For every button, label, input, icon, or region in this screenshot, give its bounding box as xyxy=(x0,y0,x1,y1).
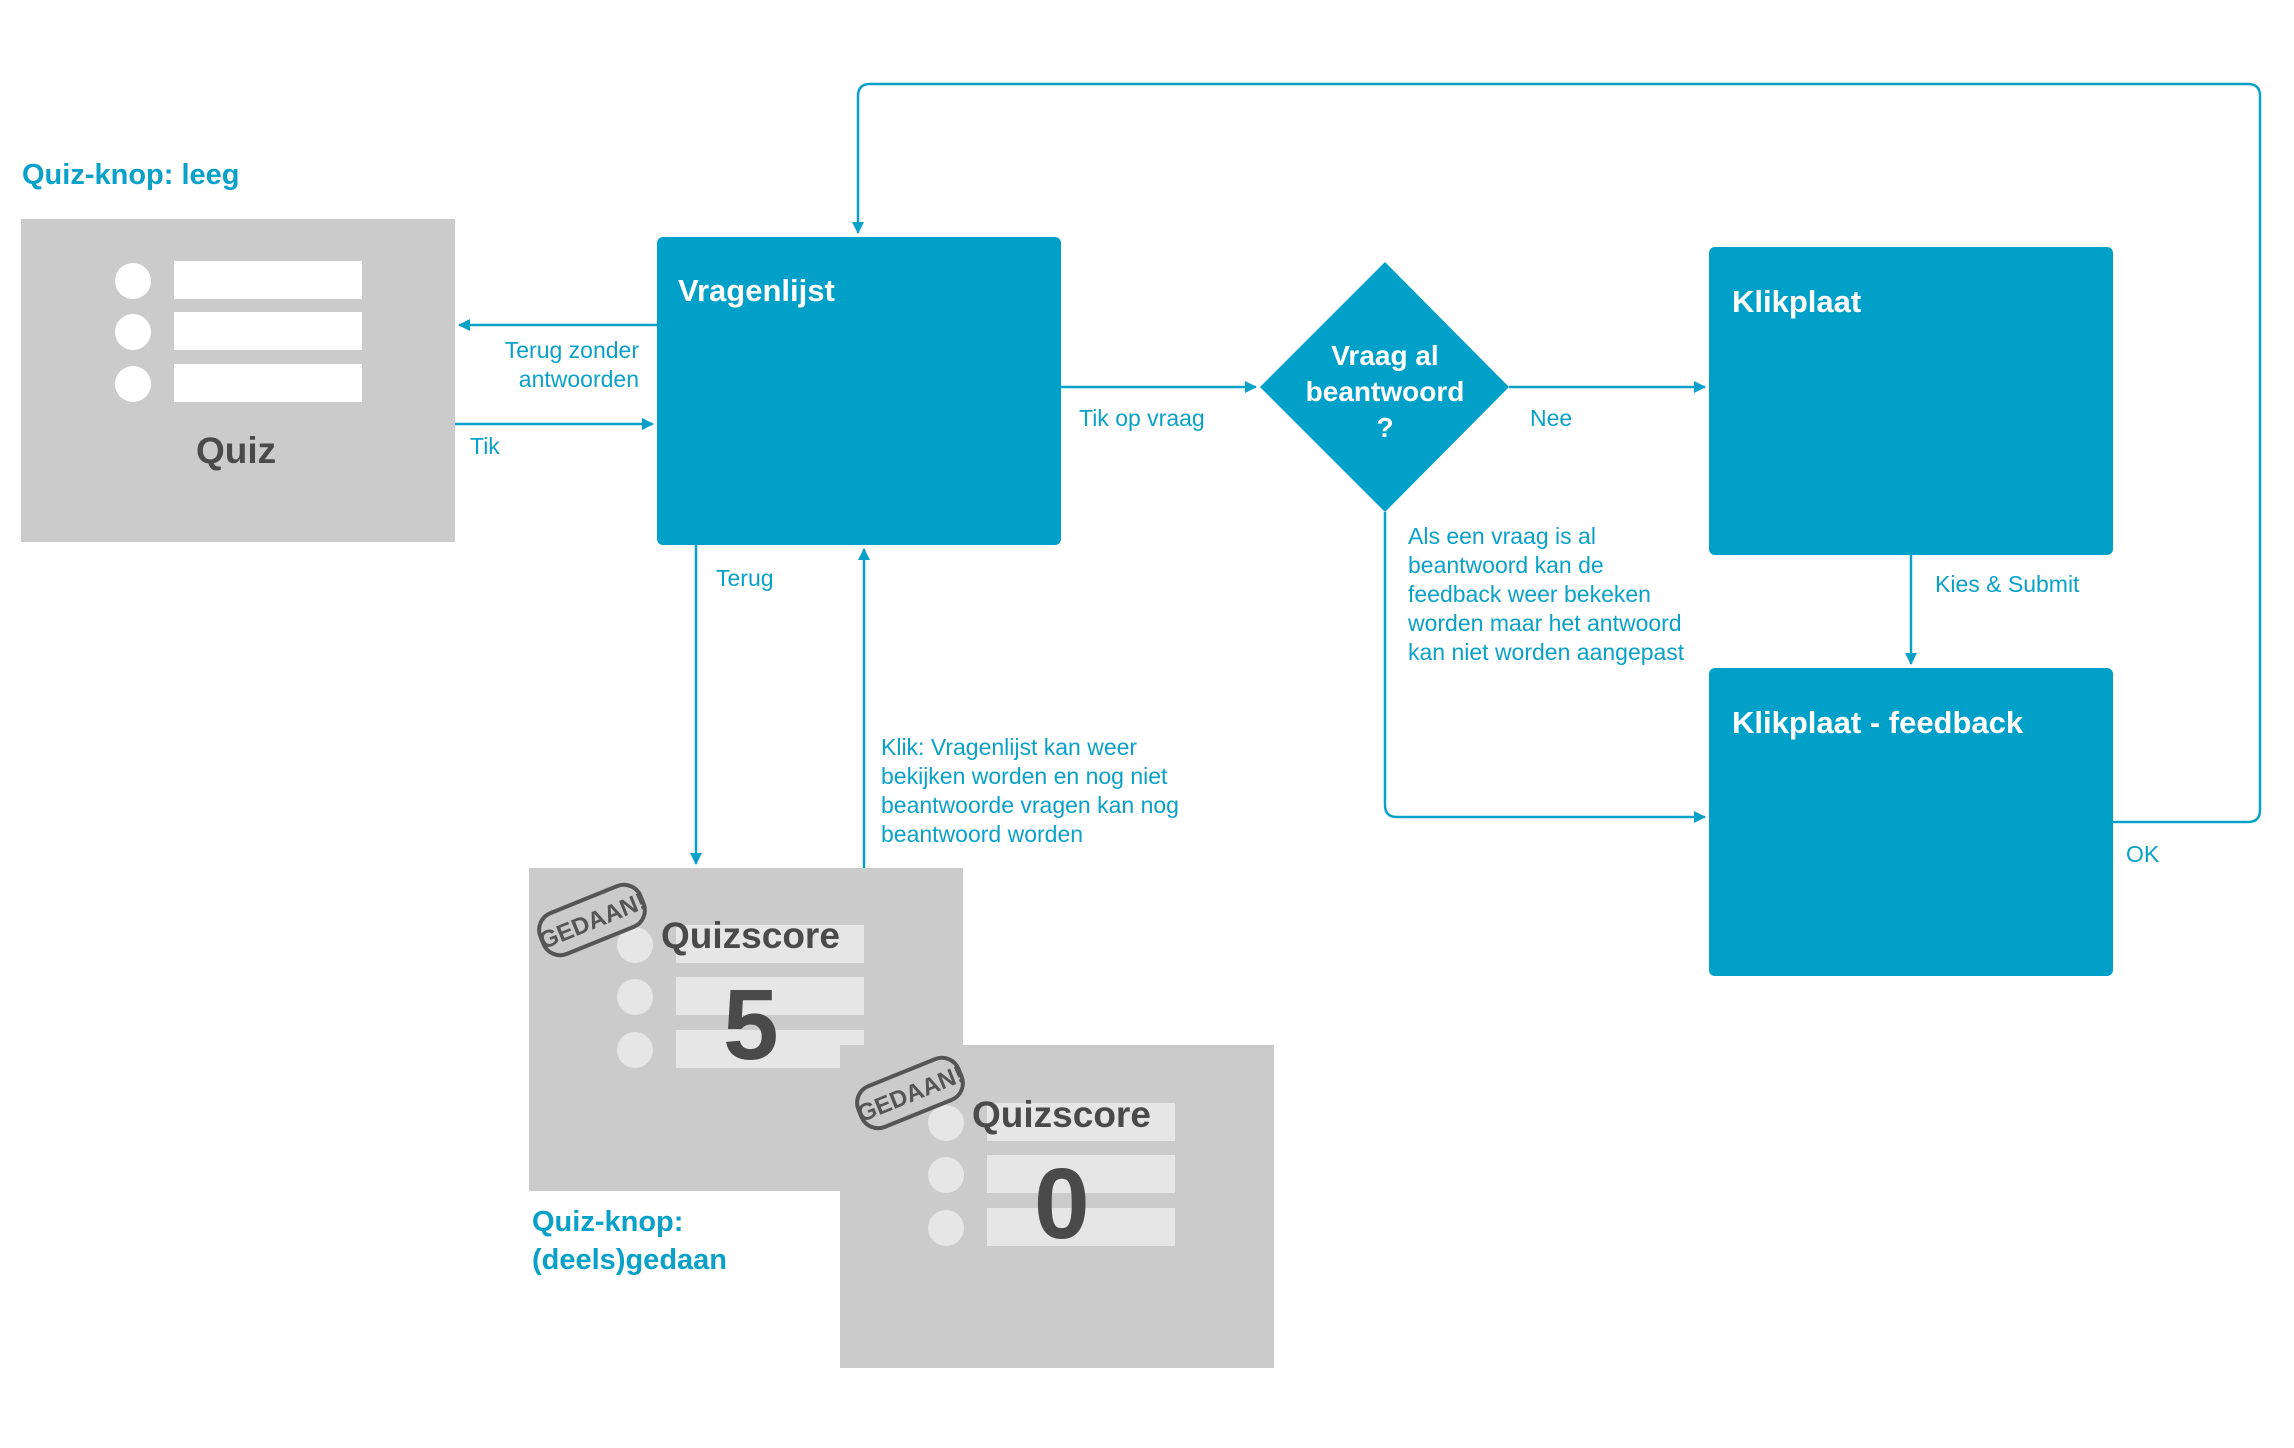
label-als-note: Als een vraag is al beantwoord kan de fe… xyxy=(1408,523,1685,665)
label-klik-note: Klik: Vragenlijst kan weer bekijken word… xyxy=(881,734,1179,847)
label-tik: Tik xyxy=(470,433,500,459)
label-nee: Nee xyxy=(1530,405,1573,431)
score-card-2 xyxy=(840,1045,1274,1368)
decision-line2: beantwoord xyxy=(1305,376,1465,407)
klikplaat-feedback-box xyxy=(1709,668,2113,976)
score-card-2-title: Quizscore xyxy=(972,1094,1151,1135)
label-ok: OK xyxy=(2126,841,2160,867)
label-tik-op-vraag: Tik op vraag xyxy=(1079,405,1205,431)
decision-line3: ? xyxy=(1376,412,1394,443)
score-card-1-score: 5 xyxy=(723,969,779,1081)
quiz-card-label: Quiz xyxy=(196,430,277,471)
score-card-2-score: 0 xyxy=(1034,1148,1090,1260)
heading-quiz-empty: Quiz-knop: leeg xyxy=(22,159,240,191)
label-kies-submit: Kies & Submit xyxy=(1935,571,2080,597)
label-terug: Terug xyxy=(716,565,774,591)
klikplaat-feedback-title: Klikplaat - feedback xyxy=(1732,705,2024,740)
klikplaat-title: Klikplaat xyxy=(1732,284,1862,319)
edge-ok-loop xyxy=(852,82,2262,824)
label-terug-zonder: Terug zonder antwoorden xyxy=(504,337,639,392)
vragenlijst-box xyxy=(657,237,1061,545)
score-card-1 xyxy=(529,868,963,1191)
heading-quiz-done-line2: (deels)gedaan xyxy=(532,1244,727,1276)
edge-beantwoord xyxy=(1383,512,1706,823)
decision-line1: Vraag al xyxy=(1331,340,1439,371)
quiz-card-empty xyxy=(21,219,455,542)
klikplaat-box xyxy=(1709,247,2113,555)
decision-diamond xyxy=(1260,262,1509,512)
vragenlijst-title: Vragenlijst xyxy=(678,273,835,308)
heading-quiz-done-line1: Quiz-knop: xyxy=(532,1206,684,1238)
score-card-1-title: Quizscore xyxy=(661,915,840,956)
